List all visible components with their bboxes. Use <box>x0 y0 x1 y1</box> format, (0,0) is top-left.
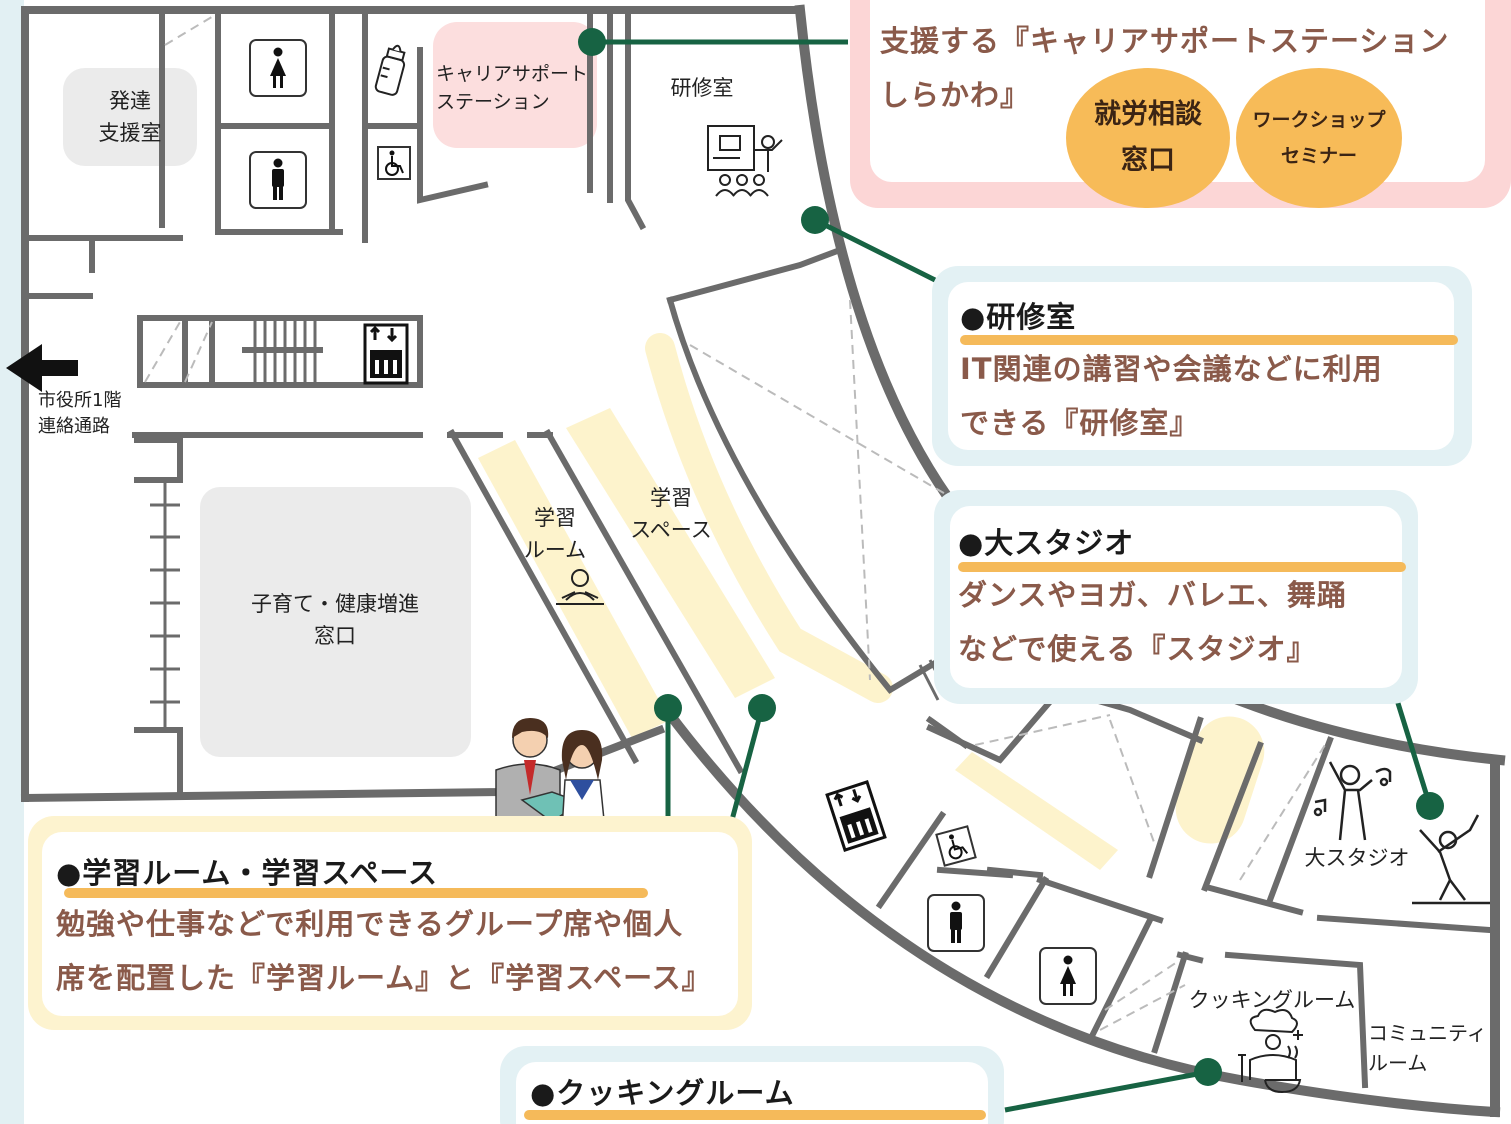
elevator-icon <box>825 780 887 852</box>
dashed-lines <box>144 14 1326 1031</box>
room-label-kosodate: 子育て・健康増進 窓口 <box>251 592 419 648</box>
arrow-left-icon <box>6 344 78 392</box>
connectors <box>592 39 1433 1113</box>
cooking-title-bar <box>524 1110 986 1120</box>
male-toilet-icon <box>927 894 985 952</box>
kenshu-callout-title: ●研修室 <box>960 300 1077 334</box>
training-room-icon <box>707 125 783 197</box>
room-label-gakushu-space: 学習 スペース <box>630 486 712 542</box>
career-callout-desc: 支援する『キャリアサポートステーション しらかわ』 <box>880 24 1450 112</box>
room-label-kenshu: 研修室 <box>670 76 734 100</box>
studio-title-bar <box>958 562 1406 572</box>
chef-icon <box>1238 1008 1303 1094</box>
ballet-icon <box>1412 814 1490 905</box>
label-corridor: 市役所1階 連絡通路 <box>38 390 122 437</box>
career-circle-consultation: 就労相談 窓口 <box>1066 68 1230 208</box>
room-label-career: キャリアサポート ステーション <box>436 63 589 113</box>
cooking-callout-panel <box>516 1062 988 1124</box>
male-toilet-icon <box>249 151 307 209</box>
studio-callout-panel <box>950 506 1402 688</box>
gakushu-callout-title: ●学習ルーム・学習スペース <box>56 856 438 890</box>
gakushu-callout-desc: 勉強や仕事などで利用できるグループ席や個人 席を配置した『学習ルーム』と『学習ス… <box>56 907 712 995</box>
dancer-icon <box>1313 761 1392 841</box>
elevator-icon <box>363 323 409 385</box>
study-stripes <box>478 333 1265 870</box>
cooking-callout-title: ●クッキングルーム <box>530 1076 795 1110</box>
gakushu-callout-panel <box>42 832 738 1016</box>
female-toilet-icon <box>249 39 307 97</box>
gakushu-title-bar <box>64 888 648 898</box>
connector-dots <box>578 28 1444 1086</box>
room-label-studio: 大スタジオ <box>1304 846 1410 870</box>
kenshu-callout-desc: IT関連の講習や会議などに利用 できる『研修室』 <box>960 352 1383 440</box>
room-label-hattatsu: 発達 支援室 <box>98 89 162 145</box>
room-label-gakushu-room: 学習 ルーム <box>523 506 587 562</box>
room-label-cooking: クッキングルーム <box>1188 988 1356 1012</box>
baby-bottle-icon <box>374 44 406 96</box>
career-room-bg <box>433 22 597 148</box>
kenshu-title-bar <box>960 335 1458 345</box>
studio-callout-desc: ダンスやヨガ、バレエ、舞踊 などで使える『スタジオ』 <box>958 578 1347 666</box>
building-walls <box>20 4 1506 1118</box>
study-person-icon <box>556 569 604 605</box>
female-toilet-icon <box>1039 947 1097 1005</box>
room-label-community: コミュニティ ルーム <box>1368 1021 1487 1075</box>
wheelchair-icon <box>377 146 411 180</box>
left-strip <box>0 0 24 1124</box>
kosodate-room-bg <box>200 487 471 757</box>
wheelchair-icon <box>935 825 977 867</box>
studio-callout-title: ●大スタジオ <box>958 526 1135 560</box>
kenshu-callout-panel <box>948 282 1454 450</box>
career-circle-workshop: ワークショップ セミナー <box>1236 68 1402 208</box>
